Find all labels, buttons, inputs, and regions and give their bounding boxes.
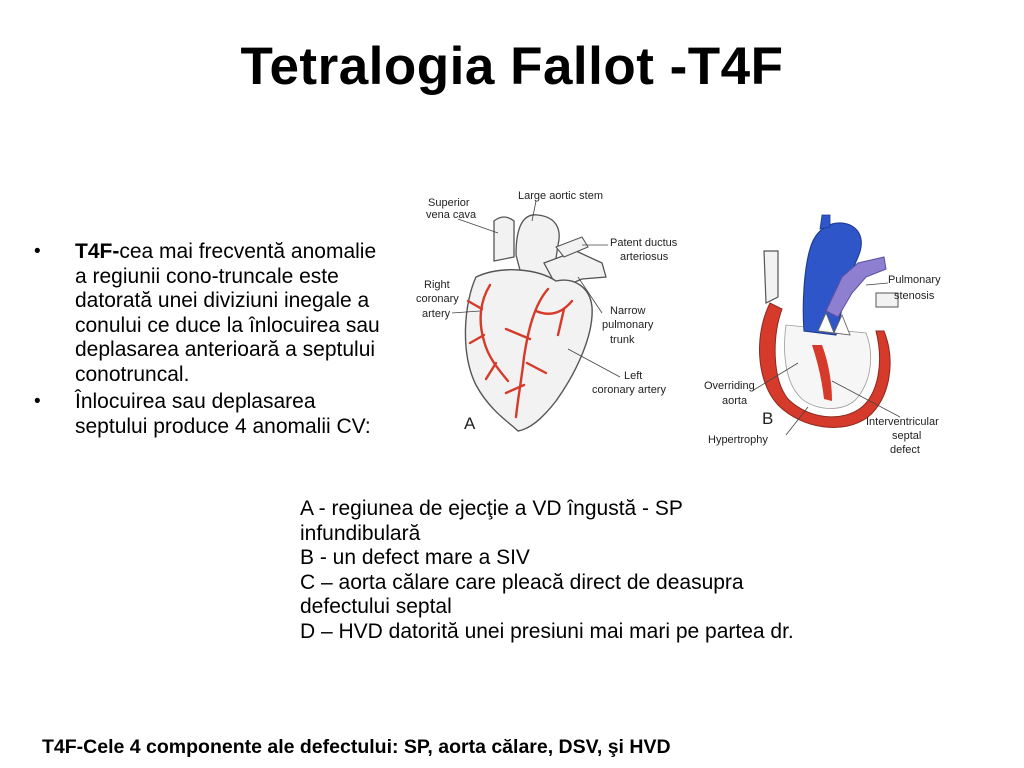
slide-title: Tetralogia Fallot -T4F — [240, 37, 784, 96]
bullet-item-consequence: Înlocuirea sau deplasarea septului produ… — [34, 390, 384, 439]
heart-external-view: Superior vena cava Large aortic stem Pat… — [416, 190, 678, 433]
anomaly-line: C – aorta călare care pleacă direct de d… — [300, 570, 744, 594]
panel-b-label: B — [762, 409, 773, 428]
label-ventricular-defect-2: septal — [892, 430, 921, 442]
bullet-bold-term: T4F- — [75, 240, 120, 263]
bullet-text: cea mai frecventă anomalie a regiunii co… — [75, 240, 380, 386]
anomaly-line: infundibulară — [300, 521, 421, 545]
pulmonary-stenosis-shape — [825, 256, 887, 318]
anomaly-line: A - regiunea de ejecţie a VD îngustă - S… — [300, 497, 683, 520]
aortic-branch-shape — [819, 214, 831, 230]
label-narrow-pulmonary-2: pulmonary — [602, 319, 654, 331]
heart-cross-section: Overriding aorta B Hypertrophy Pulmonary… — [704, 214, 941, 456]
superior-vena-cava-shape — [493, 216, 515, 262]
footer-summary: T4F-Cele 4 componente ale defectului: SP… — [42, 736, 671, 758]
label-overriding-aorta: Overriding — [704, 380, 755, 392]
label-pulmonary-stenosis: Pulmonary — [888, 274, 941, 286]
pulmonary-branch-shape — [875, 292, 899, 308]
panel-b-leader-lines — [751, 282, 901, 436]
heart-illustration: Superior vena cava Large aortic stem Pat… — [416, 190, 941, 456]
label-left-coronary-2: coronary artery — [592, 384, 666, 396]
label-superior-vena-cava: Superior — [428, 197, 470, 209]
label-right-coronary-2: coronary — [416, 293, 459, 305]
label-patent-ductus: Patent ductus — [610, 237, 678, 249]
label-hypertrophy: Hypertrophy — [708, 434, 768, 446]
valve-shape — [817, 311, 851, 336]
panel-a-leader-lines — [451, 200, 621, 378]
anomaly-line: B - un defect mare a SIV — [300, 546, 530, 570]
label-ventricular-defect-3: defect — [890, 444, 920, 456]
anomaly-list: A - regiunea de ejecţie a VD îngustă - S… — [300, 497, 940, 645]
label-right-coronary-3: artery — [422, 308, 451, 320]
panel-a-label: A — [464, 414, 476, 433]
label-patent-ductus-2: arteriosus — [620, 251, 669, 263]
label-overriding-aorta-2: aorta — [722, 395, 748, 407]
bullet-text: Înlocuirea sau deplasarea septului produ… — [75, 390, 371, 438]
ductus-shape — [555, 236, 589, 258]
label-superior-vena-cava-2: vena cava — [426, 209, 477, 221]
bullet-list: T4F-cea mai frecventă anomalie a regiuni… — [34, 240, 384, 439]
atrium-tube-shape — [763, 250, 779, 304]
anomaly-line: D – HVD datorită unei presiuni mai mari … — [300, 619, 794, 643]
coronary-arteries — [466, 283, 574, 419]
bullet-item-definition: T4F-cea mai frecventă anomalie a regiuni… — [34, 240, 384, 387]
label-narrow-pulmonary-3: trunk — [610, 334, 635, 346]
ventricle-wall-shape — [759, 302, 891, 428]
label-left-coronary: Left — [624, 370, 642, 382]
anomaly-line: defectului septal — [300, 595, 452, 619]
label-right-coronary: Right — [424, 279, 450, 291]
septum-inner-shape — [812, 345, 832, 401]
label-narrow-pulmonary: Narrow — [610, 305, 646, 317]
label-large-aortic-stem: Large aortic stem — [518, 190, 603, 202]
label-ventricular-defect: Interventricular — [866, 416, 939, 428]
tetralogy-diagram: Superior vena cava Large aortic stem Pat… — [406, 185, 962, 460]
label-pulmonary-stenosis-2: stenosis — [894, 290, 935, 302]
